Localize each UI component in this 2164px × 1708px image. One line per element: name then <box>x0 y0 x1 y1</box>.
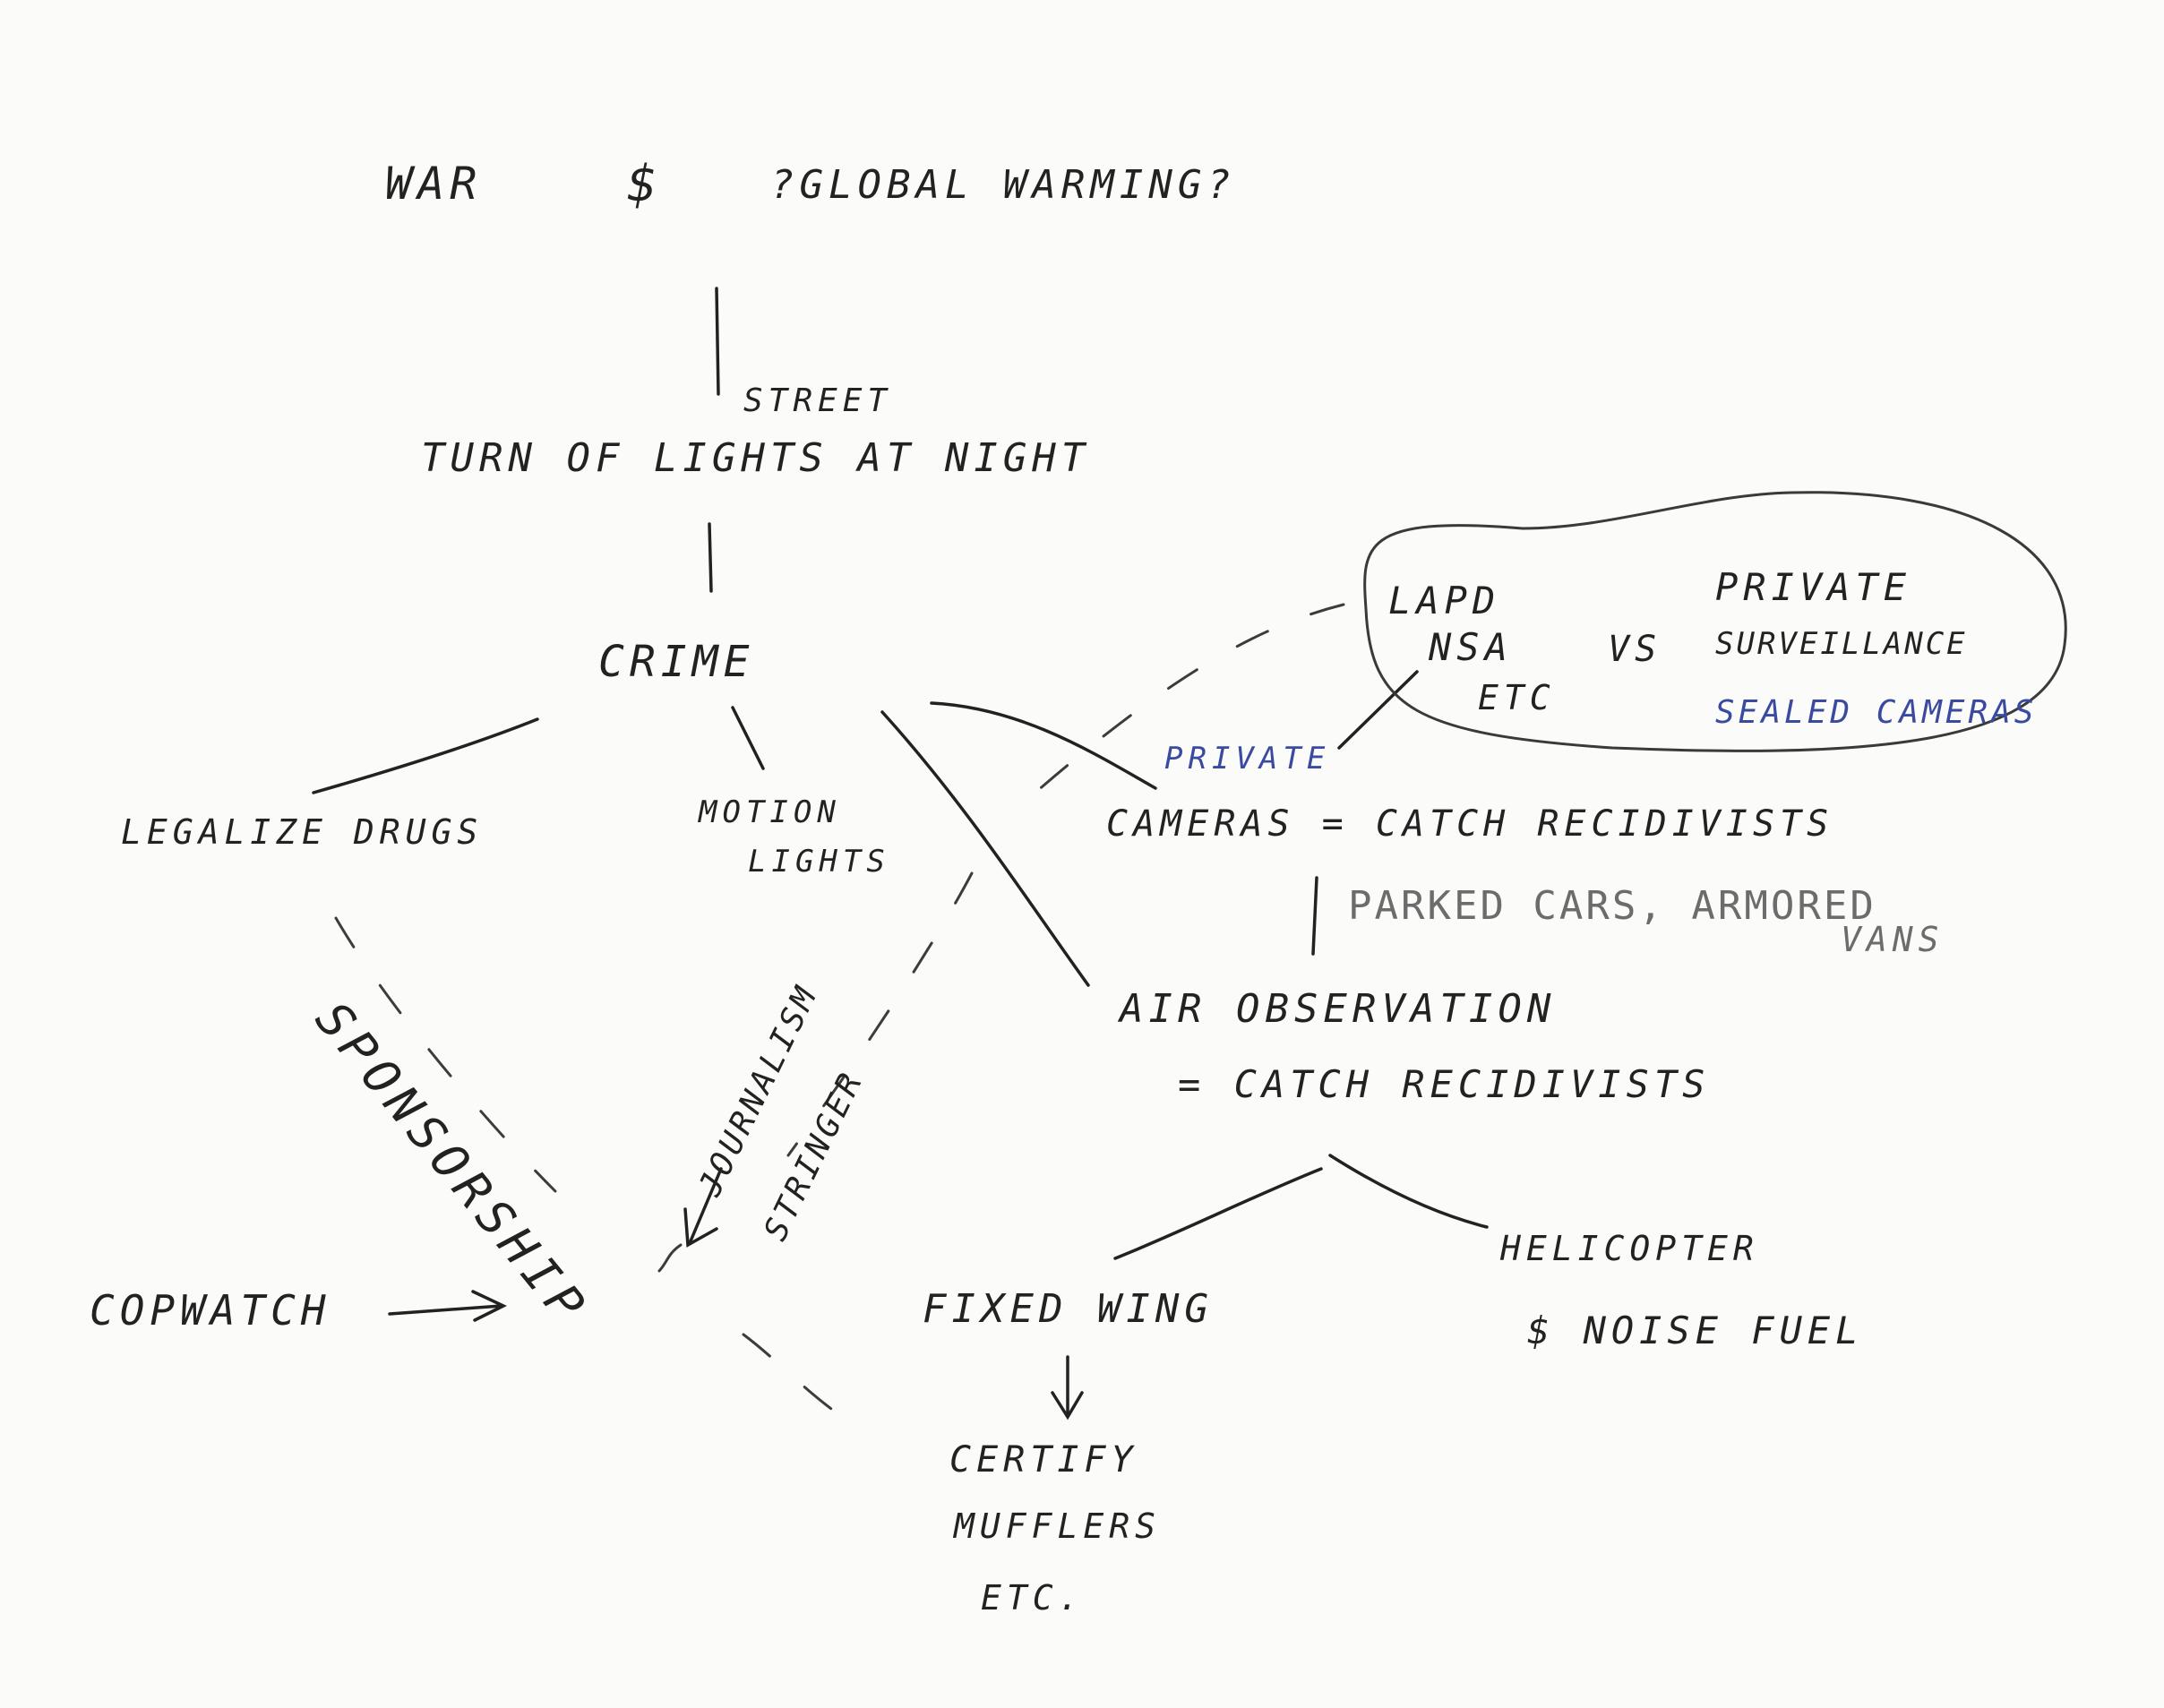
air-observation-label: AIR OBSERVATION <box>1120 986 1557 1032</box>
lapd-label: LAPD <box>1388 579 1501 622</box>
arrow-fixed-down-head <box>1051 1391 1084 1420</box>
line-air-to-heli <box>1328 1154 1489 1229</box>
line-crime-to-motion <box>731 706 765 770</box>
surveillance-label: SURVEILLANCE <box>1715 626 1968 662</box>
line-cameras-to-parked <box>1311 876 1318 956</box>
line-private-to-nsa <box>1337 670 1419 750</box>
line-crime-to-legalize <box>312 717 539 794</box>
vs-label: VS <box>1608 629 1662 670</box>
dashed-from-legalize <box>334 916 557 1193</box>
global-warming-label: ?GLOBAL WARMING? <box>770 162 1236 208</box>
nsa-label: NSA <box>1429 625 1513 669</box>
private-label: PRIVATE <box>1715 565 1912 609</box>
line-crime-to-cameras <box>930 701 1157 790</box>
dashed-journal-left <box>657 1243 683 1274</box>
arrow-journalism <box>688 1167 723 1245</box>
dashed-lower-left <box>742 1333 848 1421</box>
motion-label: MOTION <box>699 794 841 830</box>
line-lights-to-crime <box>708 522 713 593</box>
dollar-label: $ <box>627 155 663 213</box>
crime-label: CRIME <box>598 637 755 687</box>
fixed-wing-label: FIXED WING <box>923 1286 1214 1332</box>
lights-label: LIGHTS <box>748 844 890 880</box>
arrow-journalism-head <box>683 1207 718 1248</box>
noise-fuel-label: $ NOISE FUEL <box>1527 1309 1864 1352</box>
surveillance-ellipse <box>1363 491 2067 752</box>
copwatch-label: COPWATCH <box>90 1286 331 1335</box>
vans-label: VANS <box>1841 920 1945 959</box>
legalize-drugs-label: LEGALIZE DRUGS <box>121 812 484 852</box>
parked-cars-label: PARKED CARS, ARMORED <box>1348 883 1876 929</box>
cameras-catch-label: CAMERAS = CATCH RECIDIVISTS <box>1106 803 1834 845</box>
air-catch-label: = CATCH RECIDIVISTS <box>1178 1062 1711 1106</box>
etc-left-label: ETC <box>1478 678 1556 717</box>
line-air-to-fixed <box>1113 1167 1323 1260</box>
line-crime-to-air <box>880 710 1090 987</box>
etc-bottom-label: ETC. <box>981 1578 1085 1618</box>
arrow-copwatch <box>388 1304 503 1316</box>
private-blue-label: PRIVATE <box>1164 741 1331 777</box>
arrow-copwatch-head <box>471 1290 508 1322</box>
certify-label: CERTIFY <box>949 1439 1138 1481</box>
line-war-to-lights <box>715 287 720 396</box>
street-label: STREET <box>743 382 893 419</box>
helicopter-label: HELICOPTER <box>1500 1229 1759 1268</box>
turn-off-lights-label: TURN OF LIGHTS AT NIGHT <box>421 435 1091 481</box>
mufflers-label: MUFFLERS <box>954 1506 1162 1546</box>
sealed-cameras-label: SEALED CAMERAS <box>1715 694 2038 731</box>
war-label: WAR <box>385 158 483 210</box>
